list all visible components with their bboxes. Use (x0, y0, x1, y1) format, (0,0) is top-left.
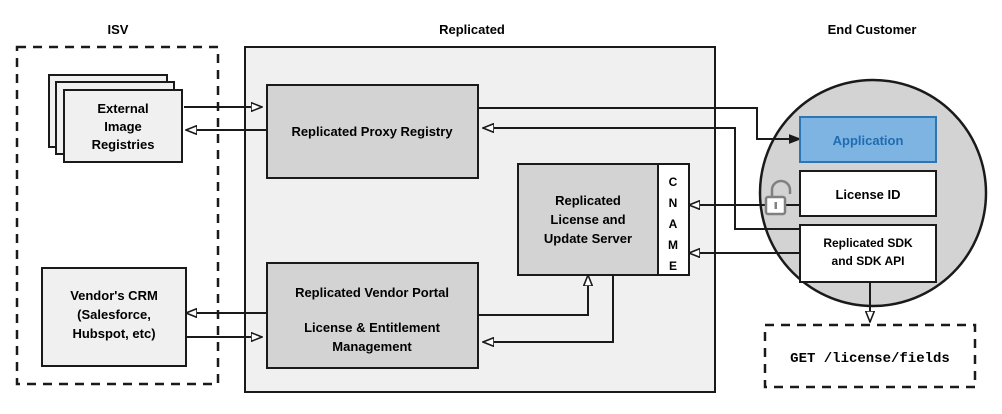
vendor-portal-line-3: License & Entitlement (304, 320, 440, 335)
cname-letter-5: E (669, 259, 677, 273)
license-update-server-rect (517, 163, 659, 276)
connector-server-to-portal (483, 268, 614, 342)
vendor-portal-line-4: Management (332, 339, 412, 354)
license-update-server-box[interactable]: Replicated License and Update Server (517, 163, 659, 276)
license-server-line-1: Replicated (555, 193, 621, 208)
unlocked-padlock-icon (764, 179, 792, 216)
external-registries-line-1: External (97, 101, 148, 116)
application-rect (799, 116, 937, 163)
cname-letter-3: A (669, 217, 678, 231)
proxy-registry-label: Replicated Proxy Registry (291, 124, 453, 139)
zone-title-end-customer: End Customer (828, 22, 917, 37)
zone-title-isv: ISV (108, 22, 129, 37)
zone-isv (15, 45, 220, 386)
api-request-label: GET /license/fields (790, 351, 950, 367)
license-id-rect (799, 170, 937, 217)
external-image-registries[interactable]: External Image Registries (48, 74, 183, 163)
proxy-registry-rect (266, 84, 479, 179)
vendor-portal-rect (266, 262, 479, 369)
replicated-sdk-line-2: and SDK API (832, 254, 905, 268)
connector-portal-to-server (478, 275, 588, 316)
api-request-box[interactable]: GET /license/fields (763, 323, 977, 389)
application-box[interactable]: Application (799, 116, 937, 163)
external-registries-line-3: Registries (92, 137, 155, 152)
registry-stack-front (63, 89, 183, 163)
vendor-portal-box[interactable]: Replicated Vendor Portal License & Entit… (266, 262, 479, 369)
vendor-crm-line-2: (Salesforce, (77, 307, 151, 322)
cname-letter-1: C (669, 175, 678, 189)
vendor-crm-rect (41, 267, 187, 367)
license-server-line-2: License and (550, 212, 625, 227)
replicated-sdk-box[interactable]: Replicated SDK and SDK API (799, 224, 937, 283)
license-id-box[interactable]: License ID (799, 170, 937, 217)
zone-title-replicated: Replicated (439, 22, 505, 37)
cname-letter-4: M (668, 238, 678, 252)
api-request-rect (763, 323, 977, 389)
cname-box[interactable]: C N A M E (657, 163, 690, 276)
vendor-crm-box[interactable]: Vendor's CRM (Salesforce, Hubspot, etc) (41, 267, 187, 367)
license-id-label: License ID (835, 187, 900, 202)
application-label: Application (833, 133, 904, 148)
replicated-proxy-registry-box[interactable]: Replicated Proxy Registry (266, 84, 479, 179)
connector-proxy-to-application (478, 107, 800, 139)
vendor-crm-line-1: Vendor's CRM (70, 288, 158, 303)
license-server-line-3: Update Server (544, 231, 632, 246)
cname-letter-2: N (669, 196, 678, 210)
connector-application-to-proxy (483, 128, 800, 230)
vendor-portal-line-1: Replicated Vendor Portal (295, 285, 449, 300)
cname-rect (657, 163, 690, 276)
external-registries-line-2: Image (104, 119, 142, 134)
replicated-sdk-line-1: Replicated SDK (823, 236, 913, 250)
vendor-crm-line-3: Hubspot, etc) (72, 326, 155, 341)
replicated-sdk-rect (799, 224, 937, 283)
